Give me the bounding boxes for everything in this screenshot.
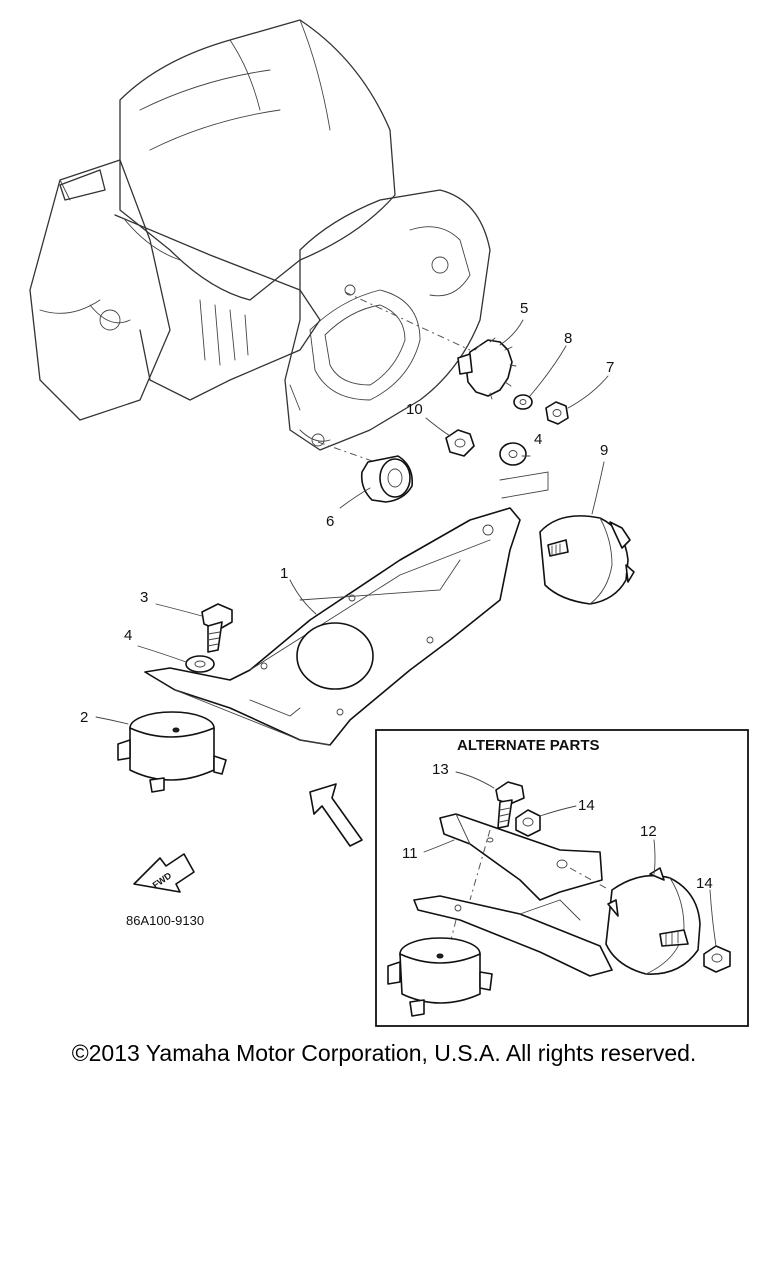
drawing-code: 86A100-9130 xyxy=(126,913,204,928)
callout-13: 13 xyxy=(432,761,449,778)
part-13-bolt xyxy=(495,781,525,829)
callout-14-lower: 14 xyxy=(696,875,713,892)
part-4-washer-lower xyxy=(185,655,215,673)
engine-mount-diagram: FWD 86A100-9130 ALTERNATE PARTS xyxy=(29,19,749,1027)
callout-14-upper: 14 xyxy=(578,797,595,814)
callout-2: 2 xyxy=(80,709,88,726)
direction-arrow xyxy=(309,783,363,847)
part-4-washer-upper xyxy=(499,442,527,466)
callout-11: 11 xyxy=(402,845,418,862)
part-7-nut xyxy=(545,401,569,425)
part-14-nut-upper xyxy=(515,809,541,837)
part-6-bushing xyxy=(360,455,414,503)
callout-3: 3 xyxy=(140,589,148,606)
part-1-engine-plate xyxy=(144,507,521,746)
callout-10: 10 xyxy=(406,401,423,418)
leader-lines xyxy=(95,319,717,947)
engine-outline xyxy=(29,19,491,463)
callout-12: 12 xyxy=(640,823,657,840)
part-9-rubber-mount xyxy=(539,515,635,605)
callout-9: 9 xyxy=(600,442,608,459)
fwd-arrow-icon: FWD xyxy=(133,853,195,893)
callout-8: 8 xyxy=(564,330,572,347)
part-8-washer xyxy=(513,394,533,410)
alternate-parts-box: ALTERNATE PARTS xyxy=(375,729,749,1027)
alternate-plate xyxy=(413,895,613,977)
part-12-rubber-mount xyxy=(605,867,701,975)
callout-7: 7 xyxy=(606,359,614,376)
part-3-bolt xyxy=(201,603,233,653)
alternate-lower-mount xyxy=(387,937,493,1017)
callout-numbers: 5 8 7 10 4 9 6 1 3 4 2 13 14 12 11 14 xyxy=(80,300,713,892)
part-2-rubber-mount xyxy=(117,711,227,793)
part-10-nut xyxy=(445,429,475,457)
part-5-gear xyxy=(457,337,517,400)
part-11-bracket xyxy=(439,813,603,901)
copyright-notice: ©2013 Yamaha Motor Corporation, U.S.A. A… xyxy=(71,1040,697,1066)
callout-4-lower: 4 xyxy=(124,627,132,644)
alternate-parts-title: ALTERNATE PARTS xyxy=(457,737,600,754)
callout-5: 5 xyxy=(520,300,528,317)
callout-6: 6 xyxy=(326,513,334,530)
callout-1: 1 xyxy=(280,565,288,582)
callout-4-upper: 4 xyxy=(534,431,542,448)
